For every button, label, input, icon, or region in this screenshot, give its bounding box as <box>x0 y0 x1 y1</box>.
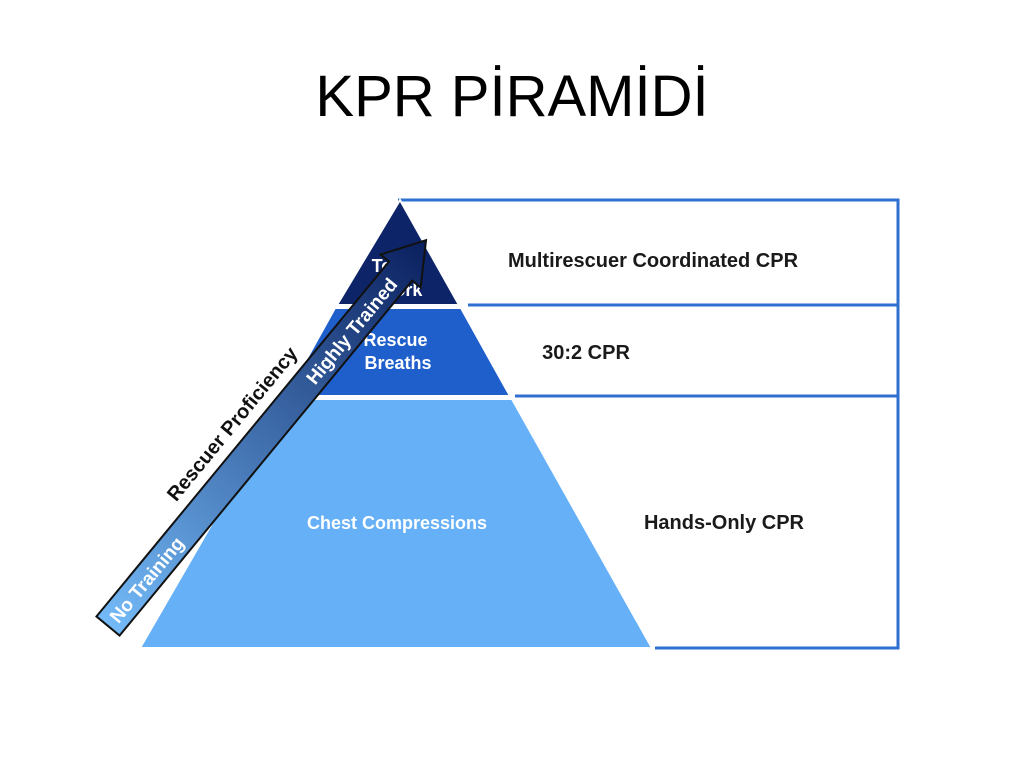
frame-bottom-row <box>655 396 900 650</box>
tier-label-chest-compressions: Chest Compressions <box>307 513 487 533</box>
tier-label-rescue-breaths-line2: Breaths <box>364 353 431 373</box>
description-rescue-breaths: 30:2 CPR <box>542 342 630 364</box>
description-frame <box>398 198 900 650</box>
frame-top-row <box>398 198 900 307</box>
tier-label-rescue-breaths: Rescue Breaths <box>363 330 432 373</box>
tier-label-rescue-breaths-line1: Rescue <box>363 330 427 350</box>
description-teamwork: Multirescuer Coordinated CPR <box>508 250 799 272</box>
description-chest-compressions: Hands-Only CPR <box>644 512 805 534</box>
proficiency-arrow-shape <box>95 238 428 637</box>
slide-title: KPR PİRAMİDİ <box>315 64 709 129</box>
pyramid-tier-chest-compressions <box>138 398 654 649</box>
